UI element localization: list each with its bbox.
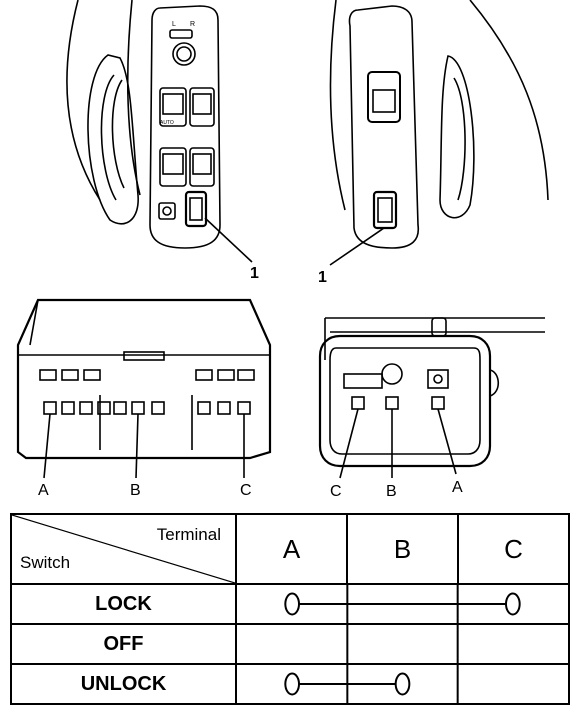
- switch-position-unlock: UNLOCK: [10, 663, 237, 705]
- terminal-column-c: C: [457, 513, 570, 585]
- continuity-cell: [235, 583, 570, 625]
- switch-label-r: R: [190, 21, 195, 28]
- mirror-selector-switch: [169, 29, 193, 39]
- left-connector-label-c: C: [240, 482, 252, 499]
- left-connector-terminal-c: [237, 401, 251, 415]
- table-row: OFF: [10, 623, 570, 665]
- terminal-column-a: A: [235, 513, 348, 585]
- switch-header-label: Switch: [20, 553, 71, 572]
- table-row: UNLOCK: [10, 663, 570, 705]
- left-door-trim-outline: [66, 0, 101, 201]
- window-switch-rear-right: [189, 147, 215, 187]
- left-connector-label-a: A: [38, 482, 49, 499]
- continuity-terminal-b: [396, 674, 410, 695]
- continuity-graphic: [237, 665, 568, 703]
- switch-position-off: OFF: [10, 623, 237, 665]
- right-connector-label-a: A: [452, 479, 463, 496]
- right-mounting-bracket: [324, 317, 545, 360]
- terminal-header-label: Terminal: [156, 525, 221, 544]
- table-corner-header: Terminal Switch: [10, 513, 237, 585]
- continuity-graphic: [237, 625, 568, 663]
- continuity-terminal-a: [285, 594, 299, 615]
- left-connector-terminal-a: [43, 401, 57, 415]
- right-door-trim-outline: [329, 0, 346, 211]
- callout-leader-right: [329, 227, 385, 266]
- right-connector-housing: [318, 334, 492, 468]
- continuity-cell: [235, 623, 570, 665]
- left-connector-housing: [16, 298, 272, 460]
- callout-number-right: 1: [318, 269, 327, 286]
- continuity-cell: [235, 663, 570, 705]
- table-header-row: Terminal Switch A B C: [10, 513, 570, 585]
- window-switch-driver: [159, 87, 187, 127]
- continuity-terminal-c: [506, 594, 520, 615]
- window-switch-right-door: [367, 71, 401, 123]
- continuity-terminal-a: [285, 674, 299, 695]
- table-row: LOCK: [10, 583, 570, 625]
- left-connector-label-b: B: [130, 482, 141, 499]
- right-connector-terminal-c: [351, 396, 365, 410]
- window-switch-rear-left: [159, 147, 187, 187]
- terminal-column-b: B: [346, 513, 459, 585]
- continuity-graphic: [237, 585, 568, 623]
- right-switch-panel: [348, 5, 420, 249]
- window-switch-passenger: [189, 87, 215, 127]
- callout-number-left: 1: [250, 265, 259, 282]
- corner-diagonal: [12, 515, 235, 583]
- door-lock-switch-right: [372, 190, 398, 230]
- switch-position-lock: LOCK: [10, 583, 237, 625]
- door-switch-figure: L R AUTO 1 1 A B C C B A: [16, 0, 549, 500]
- window-lock-button: [158, 202, 176, 220]
- mirror-adjust-knob: [172, 42, 196, 66]
- right-connector-label-c: C: [330, 483, 342, 500]
- door-lock-switch-left: [184, 190, 208, 228]
- left-connector-terminal-b: [131, 401, 145, 415]
- switch-label-l: L: [172, 21, 176, 28]
- right-connector-terminal-b: [385, 396, 399, 410]
- right-door-handle-recess: [439, 55, 475, 219]
- switch-label-auto: AUTO: [160, 120, 174, 126]
- left-switch-panel: [149, 5, 221, 249]
- left-door-handle-recess: [87, 54, 139, 225]
- callout-leader-left: [204, 217, 253, 263]
- right-connector-terminal-a: [431, 396, 445, 410]
- switch-continuity-table: Terminal Switch A B C LOCK OFF UNLOCK: [10, 513, 570, 705]
- right-connector-label-b: B: [386, 483, 397, 500]
